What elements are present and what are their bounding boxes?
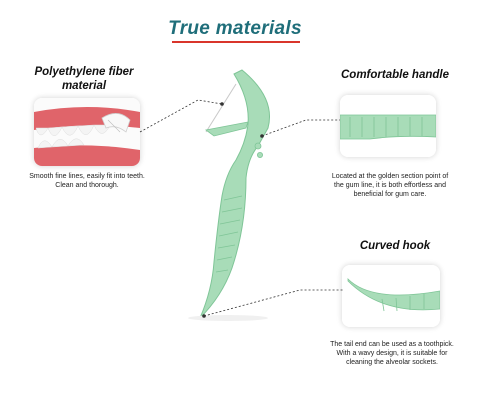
hook-heading: Curved hook xyxy=(359,240,431,252)
hook-caption-line1: The tail end can be used as a toothpick. xyxy=(330,341,454,348)
fiber-leader-line xyxy=(139,99,223,133)
handle-caption-line1: Located at the golden section point of xyxy=(331,173,449,180)
hook-caption-line3: cleaning the alveolar sockets. xyxy=(346,359,438,366)
grip-ridges xyxy=(215,195,243,273)
handle-illustration xyxy=(340,95,436,157)
fiber-caption: Smooth fine lines, easily fit into teeth… xyxy=(10,172,164,190)
fiber-caption-line2: Clean and thorough. xyxy=(55,182,119,189)
fiber-caption-line1: Smooth fine lines, easily fit into teeth… xyxy=(29,173,145,180)
hook-thumbnail xyxy=(342,265,440,327)
fiber-heading: Polyethylene fiber material xyxy=(14,65,154,93)
floss-string xyxy=(205,83,237,133)
handle-leader-dot xyxy=(260,134,264,138)
hook-caption-line2: With a wavy design, it is suitable for xyxy=(336,350,448,357)
handle-caption-line3: beneficial for gum care. xyxy=(353,191,427,198)
handle-bump xyxy=(254,142,262,150)
hook-leader-line xyxy=(203,289,344,317)
handle-caption-line2: the gum line, it is both effortless and xyxy=(334,182,446,189)
hook-illustration xyxy=(342,265,440,327)
hook-shadow xyxy=(188,315,268,321)
hook-caption: The tail end can be used as a toothpick.… xyxy=(322,340,462,367)
handle-bump xyxy=(256,151,263,158)
fiber-heading-line1: Polyethylene fiber xyxy=(34,66,134,78)
handle-leader-line xyxy=(261,119,340,137)
fiber-leader-dot xyxy=(220,102,224,106)
fiber-thumbnail xyxy=(34,98,140,166)
hook-leader-dot xyxy=(202,314,206,318)
title-underline xyxy=(172,41,300,43)
fiber-heading-line2: material xyxy=(61,80,107,92)
handle-thumbnail xyxy=(340,95,436,157)
teeth-illustration xyxy=(34,98,140,166)
handle-heading: Comfortable handle xyxy=(341,69,449,81)
floss-pick-arm xyxy=(205,121,249,137)
page-title: True materials xyxy=(168,18,302,39)
floss-pick-body xyxy=(199,69,270,319)
handle-caption: Located at the golden section point of t… xyxy=(325,172,455,199)
